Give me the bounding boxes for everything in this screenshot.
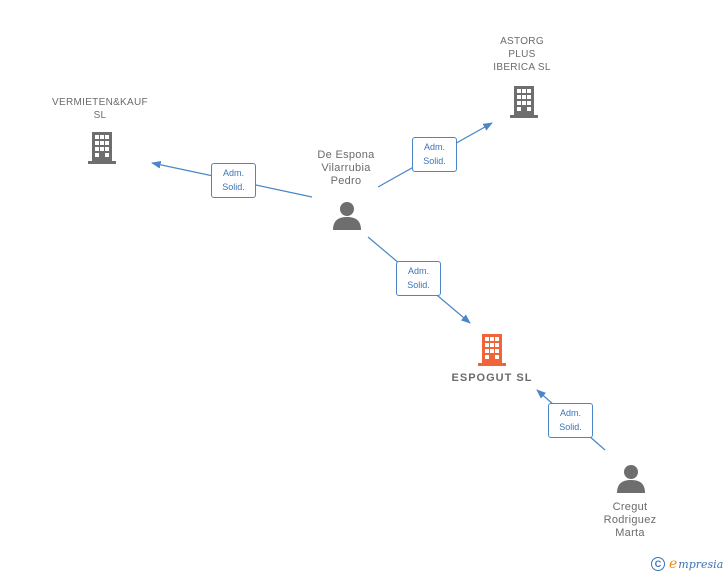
person-icon[interactable] [332, 200, 362, 230]
edge-label-line1: Adm. [423, 142, 445, 152]
edge-label-pedro-astorg: Adm. Solid. [412, 137, 457, 172]
edge-label-line1: Adm. [559, 408, 581, 418]
edge-label-line2: Solid. [407, 280, 430, 290]
node-label-pedro[interactable]: De Espona Vilarrubia Pedro [317, 149, 375, 187]
edge-label-pedro-espogut: Adm. Solid. [396, 261, 441, 296]
building-icon[interactable] [476, 332, 508, 366]
building-icon[interactable] [86, 130, 118, 164]
person-icon[interactable] [616, 463, 646, 493]
copyright-icon: C [651, 557, 665, 571]
building-icon[interactable] [508, 84, 540, 118]
node-label-astorg[interactable]: ASTORG PLUS IBERICA SL [493, 36, 551, 73]
edge-label-line1: Adm. [407, 266, 429, 276]
edge-label-pedro-vermieten: Adm. Solid. [211, 163, 256, 198]
edge-label-line2: Solid. [559, 422, 582, 432]
edge-label-marta-espogut: Adm. Solid. [548, 403, 593, 438]
node-label-espogut[interactable]: ESPOGUT SL [451, 372, 533, 384]
edge-label-line1: Adm. [222, 168, 244, 178]
brand-footer: C e mpresia [651, 556, 723, 572]
node-label-marta[interactable]: Cregut Rodriguez Marta [603, 501, 657, 539]
node-label-vermieten[interactable]: VERMIETEN&KAUF SL [52, 97, 148, 121]
edge-label-line2: Solid. [423, 156, 446, 166]
edge-label-line2: Solid. [222, 182, 245, 192]
brand-logo-text: mpresia [678, 557, 724, 571]
brand-logo-e: e [669, 556, 678, 572]
